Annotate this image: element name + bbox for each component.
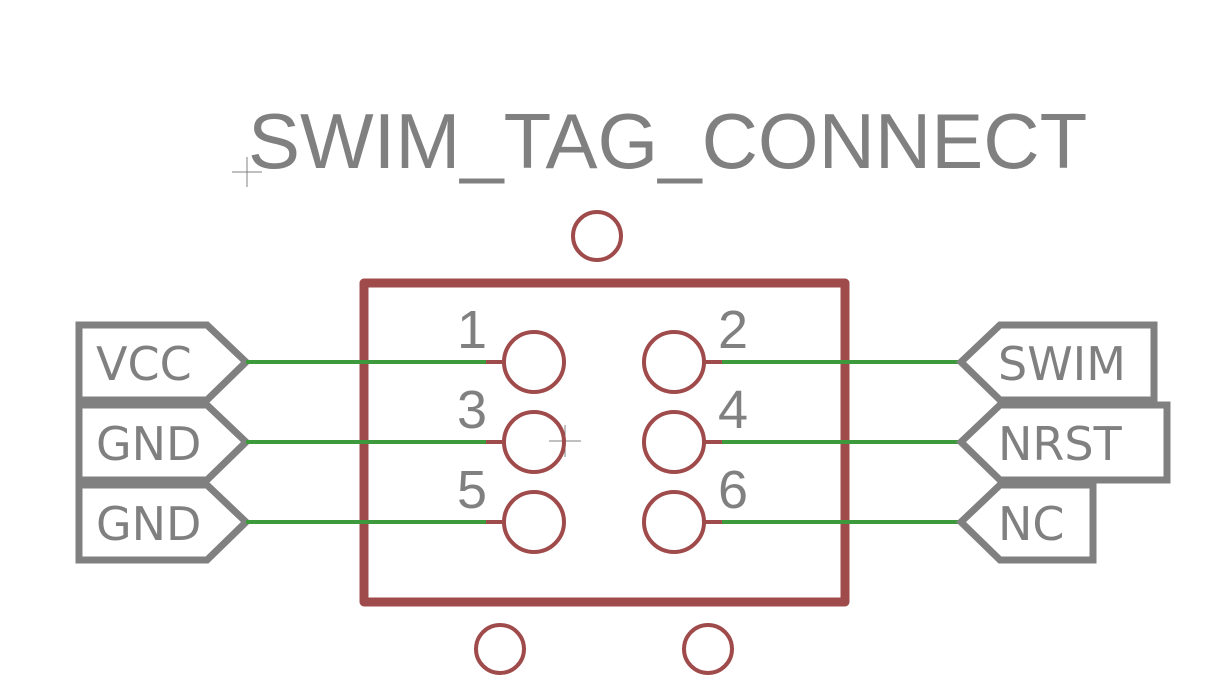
- pad-4: [642, 410, 706, 474]
- net-flag-vcc: VCC: [75, 321, 252, 404]
- net-label-nc: NC: [998, 497, 1065, 551]
- pad-6: [642, 490, 706, 554]
- pin-number-1: 1: [457, 300, 487, 360]
- net-label-gnd-1: GND: [96, 417, 201, 471]
- net-flag-nrst: NRST: [955, 401, 1171, 484]
- pin-number-6: 6: [718, 460, 748, 520]
- net-flag-nc: NC: [955, 481, 1097, 564]
- net-label-nrst: NRST: [998, 417, 1123, 471]
- pin-number-4: 4: [718, 380, 748, 440]
- net-flag-swim: SWIM: [955, 321, 1158, 404]
- pin-number-5: 5: [457, 460, 487, 520]
- pad-2: [642, 330, 706, 394]
- pin-number-2: 2: [718, 300, 748, 360]
- net-label-gnd-2: GND: [96, 497, 201, 551]
- title-origin-marker: [232, 157, 262, 187]
- net-flag-gnd-1: GND: [75, 401, 252, 484]
- pad-1: [502, 330, 566, 394]
- guide-hole-top: [571, 210, 623, 262]
- guide-hole-bottom-left: [474, 623, 526, 675]
- pad-3: [502, 410, 566, 474]
- net-label-vcc: VCC: [96, 337, 192, 391]
- net-flag-gnd-2: GND: [75, 481, 252, 564]
- pin-number-3: 3: [457, 380, 487, 440]
- guide-hole-bottom-right: [682, 623, 734, 675]
- net-label-swim: SWIM: [998, 337, 1126, 391]
- part-title: SWIM_TAG_CONNECT: [248, 97, 1087, 185]
- pad-5: [502, 490, 566, 554]
